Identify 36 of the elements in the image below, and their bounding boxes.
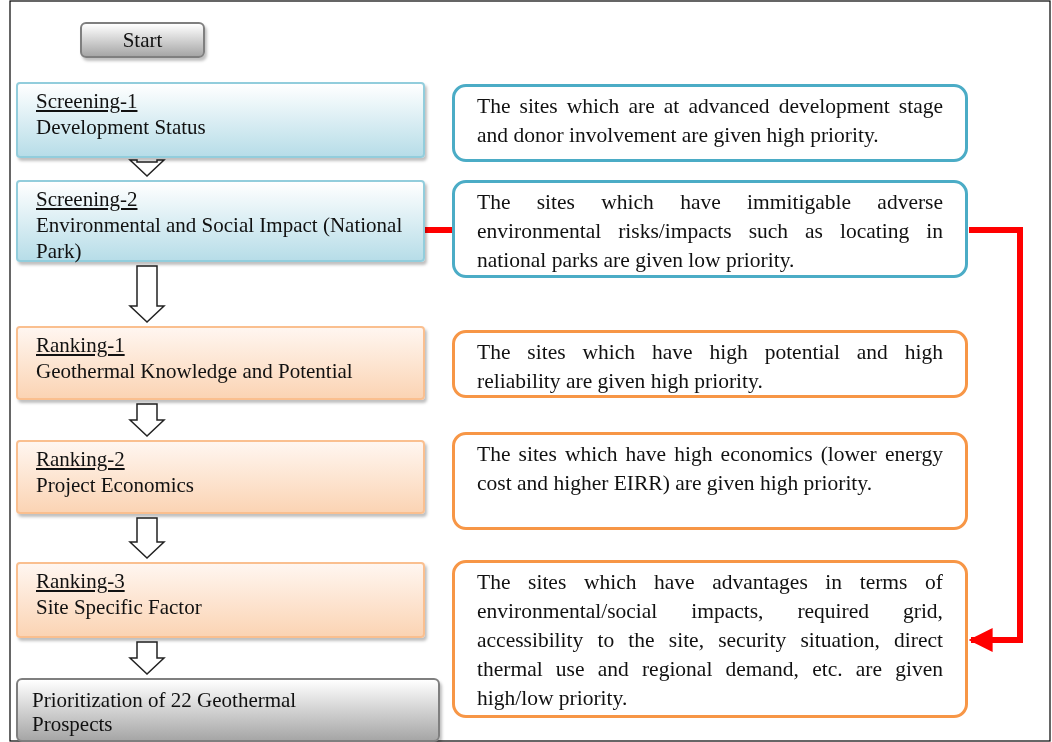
step-label: Development Status: [36, 114, 207, 140]
description-text: The sites which have immitigable adverse environmental risks/impacts such as locating in national parks are given low priority.: [477, 189, 943, 274]
step-heading: Ranking-1: [36, 332, 126, 358]
step-box: [16, 562, 425, 638]
description-text: The sites which are at advanced development stage and donor involvement are given high priority.: [477, 93, 943, 149]
step-heading: Ranking-3: [36, 568, 126, 594]
step-box: [16, 82, 425, 158]
step-label: Environmental and Social Impact (National Park): [36, 212, 404, 264]
block-arrow: [128, 265, 166, 324]
step-label: Start: [121, 28, 164, 52]
step-label: Geothermal Knowledge and Potential: [36, 358, 354, 384]
step-label: Site Specific Factor: [36, 594, 203, 620]
description-text: The sites which have high economics (lower energy cost and higher EIRR) are given high priority.: [477, 441, 943, 497]
description-box: [452, 432, 968, 530]
step-label: Project Economics: [36, 472, 196, 498]
start-box: [80, 22, 205, 58]
block-arrow: [128, 641, 166, 676]
step-box: [16, 180, 425, 262]
connector-line: [968, 227, 1023, 652]
step-heading: Ranking-2: [36, 446, 126, 472]
step-heading: Screening-2: [36, 186, 139, 212]
description-box: [452, 84, 968, 162]
result-box: [16, 678, 440, 742]
description-box: [452, 330, 968, 398]
step-label: Prioritization of 22 Geothermal Prospects: [32, 688, 298, 736]
step-heading: Screening-1: [36, 88, 139, 114]
block-arrow: [128, 159, 166, 178]
block-arrow: [128, 517, 166, 560]
step-box: [16, 440, 425, 514]
connector-line: [425, 227, 452, 233]
block-arrow: [128, 403, 166, 438]
description-text: The sites which have high potential and high reliability are given high priority.: [477, 339, 943, 395]
step-box: [16, 326, 425, 400]
description-box: [452, 180, 968, 278]
description-text: The sites which have advantages in terms of environmental/social impacts, required grid, accessibility to the site, security situation, direct thermal use and regional demand, etc. are given high/low priority.: [477, 569, 943, 712]
description-box: [452, 560, 968, 718]
